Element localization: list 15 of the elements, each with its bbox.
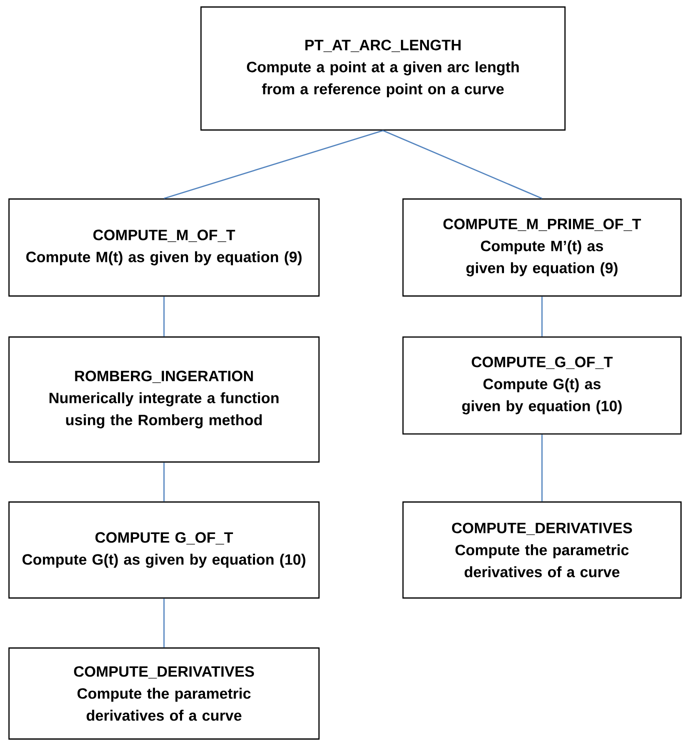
process-box: COMPUTE_M_OF_T Compute M(t) as given by equation (9) <box>8 198 320 297</box>
process-box: COMPUTE_M_PRIME_OF_T Compute M’(t) as given by equation (9) <box>402 198 682 297</box>
process-box: ROMBERG_INGERATION Numerically integrate a function using the Romberg method <box>8 336 320 463</box>
connector-line <box>541 296 543 336</box>
connector-line <box>163 462 165 502</box>
connector-line <box>541 434 543 502</box>
process-box: COMPUTE_DERIVATIVES Compute the parametric derivatives of a curve <box>402 501 682 599</box>
process-box: COMPUTE_G_OF_T Compute G(t) as given by equation (10) <box>402 336 682 435</box>
connector-line <box>382 130 542 199</box>
connector-line <box>164 130 384 199</box>
process-box: PT_AT_ARC_LENGTH Compute a point at a given arc length from a reference point on a curve <box>200 6 566 131</box>
connector-line <box>163 296 165 336</box>
process-box: COMPUTE G_OF_T Compute G(t) as given by equation (10) <box>8 501 320 599</box>
process-box: COMPUTE_DERIVATIVES Compute the parametric derivatives of a curve <box>8 647 320 740</box>
connector-line <box>163 598 165 648</box>
